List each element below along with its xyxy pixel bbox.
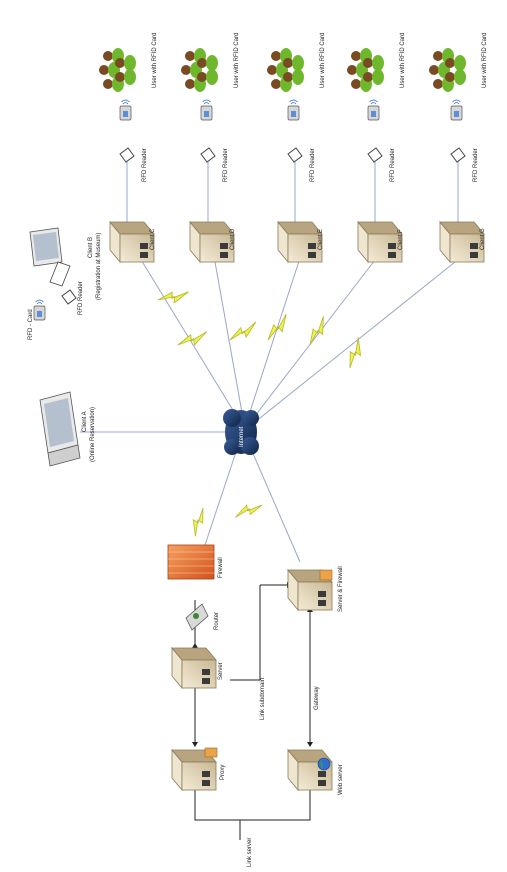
- server-firewall: [287, 569, 333, 611]
- firewall: [167, 544, 215, 580]
- proxy-label: Proxy: [220, 765, 226, 780]
- client-c-label: Client C: [150, 228, 156, 250]
- server: [171, 647, 217, 689]
- client-e-label: Client E: [318, 229, 324, 250]
- client-d: [189, 221, 235, 263]
- internet-cloud: Internet: [223, 409, 259, 455]
- users-label-d: User with RFID Card: [234, 33, 240, 88]
- client-f-label: Client F: [398, 229, 404, 250]
- client-a-laptop: [39, 391, 81, 467]
- router-label: Router: [214, 612, 220, 630]
- server-links: [194, 584, 311, 840]
- client-a-name: Client A: [82, 411, 88, 432]
- wireless-bolts: [157, 280, 370, 537]
- gateway-label: Gateway: [314, 686, 320, 710]
- proxy: [171, 747, 218, 791]
- link-subdomain-label: Link subdomain: [260, 678, 266, 720]
- client-b-name: Client B: [88, 237, 94, 258]
- cloud-label: Internet: [239, 426, 245, 447]
- router: [185, 603, 209, 631]
- rfd-reader-label-e: RFD Reader: [310, 148, 316, 182]
- rfd-reader-label-g: RFD Reader: [473, 148, 479, 182]
- users-label-f: User with RFID Card: [400, 33, 406, 88]
- client-d-label: Client D: [230, 228, 236, 250]
- users-label-g: User with RFID Card: [482, 33, 488, 88]
- users-label-c: User with RFID Card: [152, 33, 158, 88]
- client-g-label: Client G: [480, 228, 486, 250]
- web-server: [287, 749, 333, 791]
- server-label: Server: [218, 662, 224, 680]
- rfd-reader-label-f: RFD Reader: [390, 148, 396, 182]
- users-label-e: User with RFID Card: [320, 33, 326, 88]
- rfd-reader-label-d: RFD Reader: [223, 148, 229, 182]
- rfd-card-label: RFD - Card: [28, 309, 34, 340]
- rfid-cards: [119, 99, 463, 121]
- client-f: [357, 221, 403, 263]
- client-c: [109, 221, 155, 263]
- link-server-label: Link server: [247, 838, 253, 867]
- firewall-label: Firewall: [218, 557, 224, 578]
- server-firewall-label: Server & Firewall: [338, 566, 344, 612]
- web-server-label: Web server: [338, 764, 344, 795]
- client-g: [439, 221, 485, 263]
- client-a-sub: (Online Reservation): [90, 407, 96, 462]
- client-b-station: [29, 227, 77, 321]
- rfd-readers: [119, 147, 466, 163]
- client-b-sub: (Registration at Museum): [96, 233, 102, 300]
- client-e: [277, 221, 323, 263]
- connection-lines: [80, 158, 459, 563]
- client-b-reader-label: RFD Reader: [78, 281, 84, 315]
- rfd-reader-label-c: RFD Reader: [142, 148, 148, 182]
